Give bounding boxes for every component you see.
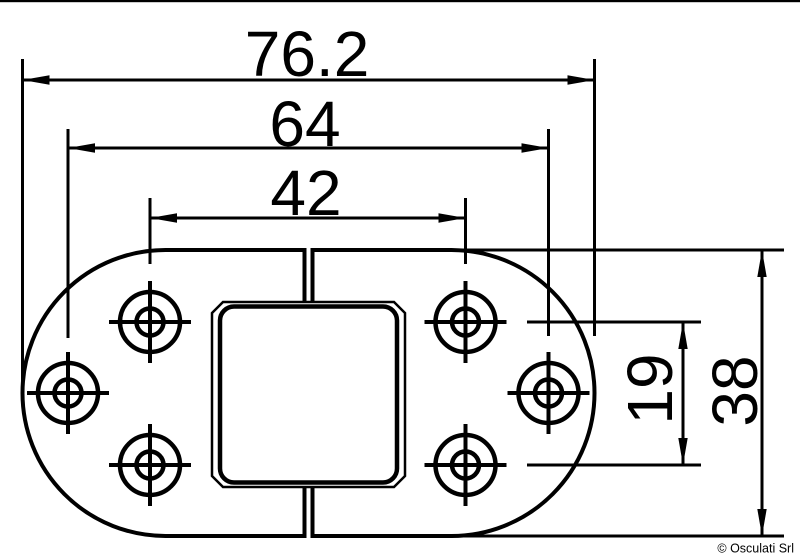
hinge-left-leaf-outline xyxy=(20,248,307,538)
dimension-hole-row-spacing: 19 xyxy=(527,320,701,467)
hinge-right-leaf-outline xyxy=(310,248,597,538)
hole-crosshair xyxy=(109,281,191,363)
screw-hole-right-bottom xyxy=(424,424,507,506)
hole-crosshair xyxy=(424,281,507,363)
copyright-text: © Osculati Srl xyxy=(717,542,794,554)
hole-crosshair xyxy=(27,352,109,434)
dimension-overall-width: 76.2 xyxy=(21,18,596,382)
dimension-label-42: 42 xyxy=(270,157,341,229)
knuckle-outer-outline xyxy=(210,300,407,489)
screw-hole-right-middle xyxy=(507,352,590,434)
screw-hole-right-top xyxy=(424,281,507,363)
dimension-outer-hole-spacing: 64 xyxy=(66,88,550,338)
dimension-label-19: 19 xyxy=(614,353,686,424)
screw-hole-left-top xyxy=(109,281,191,363)
dimension-label-64: 64 xyxy=(269,88,340,160)
hole-crosshair xyxy=(507,352,590,434)
dimension-label-38: 38 xyxy=(699,355,771,426)
dimension-label-76-2: 76.2 xyxy=(245,18,370,90)
hole-crosshair xyxy=(109,424,191,506)
top-border-line xyxy=(0,0,800,3)
screw-hole-left-bottom xyxy=(109,424,191,506)
hole-crosshair xyxy=(424,424,507,506)
screw-hole-left-middle xyxy=(27,352,109,434)
dimension-overall-height: 38 xyxy=(451,248,784,538)
dimension-inner-hole-spacing: 42 xyxy=(148,157,467,264)
knuckle-inner-outline xyxy=(217,304,400,485)
